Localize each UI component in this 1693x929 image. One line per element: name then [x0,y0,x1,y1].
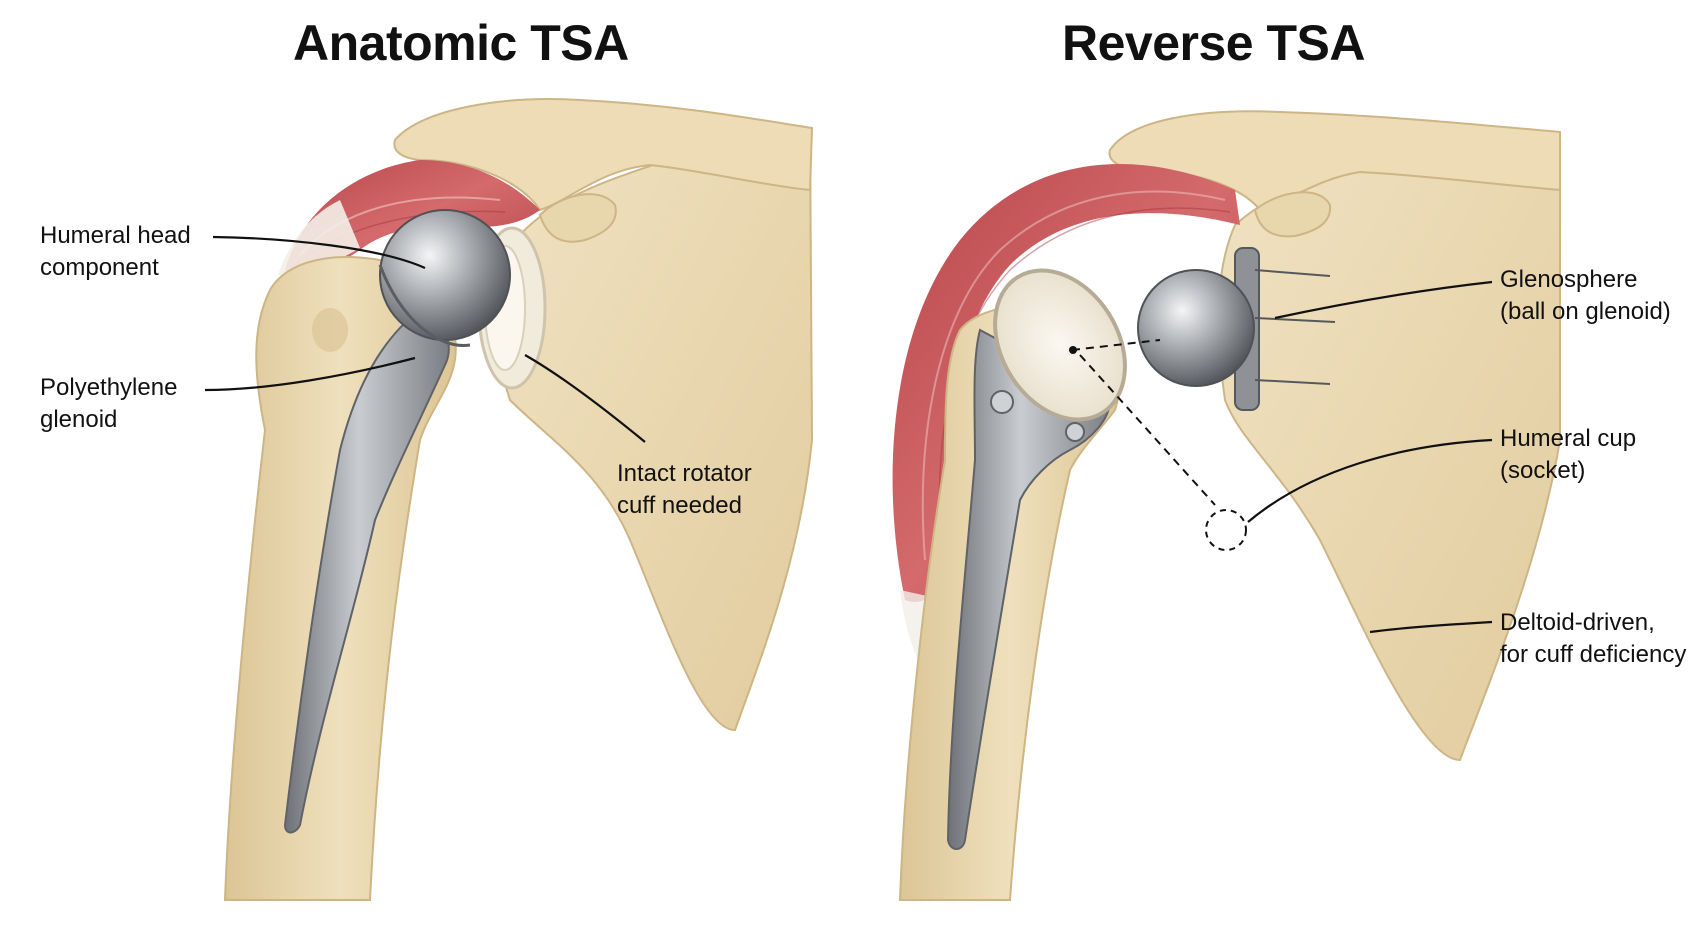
acromion-left [393,98,814,212]
leader-humeral-cup [1247,438,1493,523]
label-deltoid: Deltoid-driven, for cuff deficiency [1500,609,1687,668]
glenosphere-ball [1137,269,1255,387]
reverse-illustration [892,110,1561,901]
anatomic-title: Anatomic TSA [293,15,629,71]
humeral-stem-right [946,328,1112,850]
coracoid-right [1253,191,1332,238]
label-humeral-head: Humeral head component [40,222,191,281]
label-poly-glenoid: Polyethylene glenoid [40,374,178,433]
humeral-cup [993,268,1127,422]
leader-deltoid [1369,620,1493,634]
leader-poly-glenoid [204,356,416,392]
anatomic-illustration [204,98,814,901]
label-glenosphere: Glenosphere (ball on glenoid) [1500,266,1671,325]
leader-humeral-head [212,235,426,270]
reverse-title: Reverse TSA [1062,15,1366,71]
leader-rotator-cuff [524,354,646,443]
label-humeral-cup: Humeral cup (socket) [1500,425,1637,484]
dashed-circle [1205,509,1247,551]
humeral-stem-left [283,308,450,834]
coracoid-left [538,193,617,243]
leader-glenosphere [1274,280,1493,320]
glenoid-screws [1254,269,1336,385]
humeral-head-ball [379,209,511,341]
label-rotator-cuff: Intact rotator cuff needed [617,460,752,519]
